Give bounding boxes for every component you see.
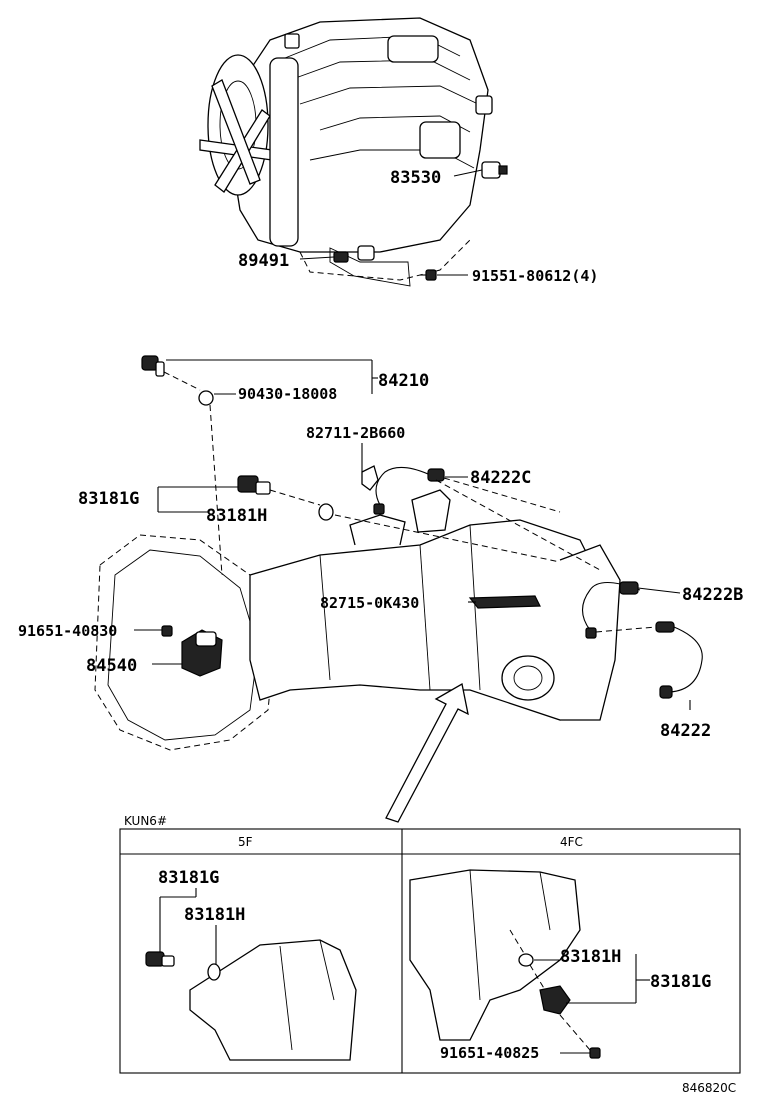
label-89491: 89491	[238, 251, 289, 271]
inset-label-91651-40825: 91651-40825	[440, 1044, 539, 1062]
inset-label-83181g-4fc: 83181G	[650, 972, 711, 992]
diagram-id: 846820C	[682, 1081, 736, 1095]
inset-column-4fc: 4FC	[560, 835, 583, 849]
label-91651-40830: 91651-40830	[18, 622, 117, 640]
label-83181g: 83181G	[78, 489, 139, 509]
label-84222: 84222	[660, 721, 711, 741]
label-84210: 84210	[378, 371, 429, 391]
label-83530: 83530	[390, 168, 441, 188]
transmission-illustration	[94, 355, 703, 751]
inset-5f-illustration	[145, 939, 357, 1061]
inset-4fc-illustration	[409, 869, 601, 1059]
label-83181h: 83181H	[206, 506, 267, 526]
inset-label-83181g: 83181G	[158, 868, 219, 888]
label-84222b: 84222B	[682, 585, 743, 605]
inset-label-83181h: 83181H	[184, 905, 245, 925]
inset-label-83181h-4fc: 83181H	[560, 947, 621, 967]
label-82711-2b660: 82711-2B660	[306, 424, 405, 442]
label-82715-0k430: 82715-0K430	[320, 594, 419, 612]
inset-column-5f: 5F	[238, 835, 253, 849]
label-91551-80612: 91551-80612(4)	[472, 267, 598, 285]
label-90430-18008: 90430-18008	[238, 385, 337, 403]
label-84540: 84540	[86, 656, 137, 676]
engine-illustration	[199, 17, 508, 287]
inset-model: KUN6#	[124, 814, 167, 828]
detail-arrow	[385, 682, 469, 823]
variant-inset	[119, 828, 741, 1074]
label-84222c: 84222C	[470, 468, 531, 488]
